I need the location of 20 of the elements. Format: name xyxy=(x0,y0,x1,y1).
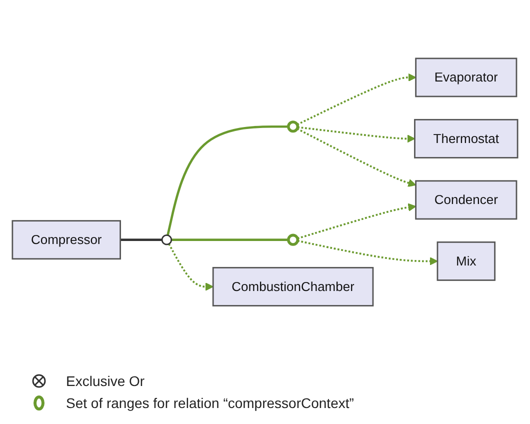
class-box: Condencer xyxy=(415,180,518,220)
connector xyxy=(166,125,288,236)
range-set-symbol xyxy=(287,120,300,133)
connector xyxy=(171,238,288,241)
arrow xyxy=(298,126,416,143)
class-box: CombustionChamber xyxy=(212,266,374,306)
arrow xyxy=(297,240,438,266)
exclusive-or-symbol xyxy=(161,234,172,246)
arrow xyxy=(296,73,416,126)
class-box: Compressor xyxy=(12,220,121,260)
arrow xyxy=(168,243,214,291)
class-box: Thermostat xyxy=(414,118,518,158)
class-box: Evaporator xyxy=(415,58,518,98)
legend-text: Exclusive Or xyxy=(66,373,145,389)
class-box: Mix xyxy=(436,241,496,281)
connector xyxy=(120,238,162,241)
arrow xyxy=(297,203,416,240)
range-set-symbol xyxy=(287,234,300,246)
legend-text: Set of ranges for relation “compressorContext” xyxy=(66,395,354,411)
arrow xyxy=(296,128,416,187)
